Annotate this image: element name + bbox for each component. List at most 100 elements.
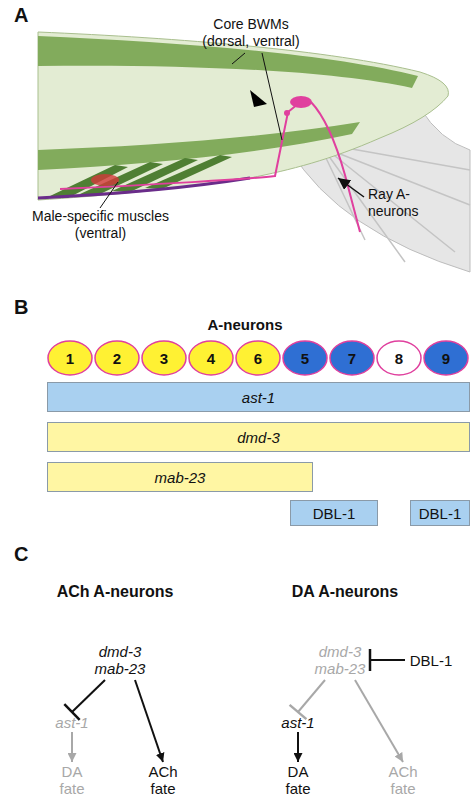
callout-label: Male-specific muscles (ventral) (18, 208, 183, 242)
expression-bar: DBL-1 (410, 500, 470, 526)
neuron-circle: 3 (141, 340, 187, 376)
node-text-holder: DBL-1 (411, 501, 469, 525)
activation-arrow (71, 732, 73, 762)
neuron-circle: 4 (188, 340, 234, 376)
neuron-circle: 8 (376, 340, 422, 376)
fate-node: ACh fate (380, 762, 426, 798)
node-text: 9 (442, 350, 450, 367)
node-text-holder: ast-1 (276, 712, 320, 732)
node-text: dmd-3 (237, 429, 280, 446)
inhibition-bar (369, 649, 372, 671)
gene-node: ast-1 (50, 712, 94, 732)
panel-letter: A (14, 4, 44, 27)
node-text-holder: 8 (376, 340, 422, 376)
node-text: 6 (254, 350, 262, 367)
circle-shape (95, 341, 139, 375)
node-text-holder: 7 (329, 340, 375, 376)
node-text-holder: 5 (282, 340, 328, 376)
fate-node: DA fate (51, 762, 93, 798)
node-text: DBL-1 (313, 505, 356, 522)
node-text-holder: 3 (141, 340, 187, 376)
node-text-holder: ACh fate (380, 762, 426, 798)
node-text-holder: DBL-1 (405, 649, 457, 671)
circle-shape (377, 341, 421, 375)
circle-shape (283, 341, 327, 375)
node-text: 2 (113, 350, 121, 367)
neuron-circle: 9 (423, 340, 469, 376)
circle-shape (424, 341, 468, 375)
leader-line (100, 182, 118, 208)
activation-arrow (297, 732, 299, 762)
fate-node: ACh fate (140, 762, 186, 798)
node-text-holder: mab-23 (48, 463, 312, 491)
protein-node: DBL-1 (405, 649, 457, 671)
callout-label: Ray A-neurons (368, 186, 450, 220)
fan-rays (326, 146, 470, 262)
neuron-circle: 7 (329, 340, 375, 376)
neuron-circle: 6 (235, 340, 281, 376)
node-text-holder: 6 (235, 340, 281, 376)
neuron-circle: 5 (282, 340, 328, 376)
neuron-circle: 1 (47, 340, 93, 376)
node-text-holder: ast-1 (48, 383, 469, 411)
panel-heading: A-neurons (170, 316, 320, 334)
node-text: 8 (395, 350, 403, 367)
node-text: DBL-1 (410, 652, 453, 669)
node-text: ACh fate (140, 763, 186, 797)
panel-heading: ACh A-neurons (35, 582, 195, 601)
node-text-holder: ACh fate (140, 762, 186, 798)
red-spot (91, 174, 119, 186)
activation-arrow (355, 680, 403, 762)
gene-node: dmd-3 mab-23 (310, 640, 370, 680)
panel-letter: C (14, 543, 44, 566)
leader-arrow (338, 178, 364, 197)
circle-shape (142, 341, 186, 375)
node-text-holder: dmd-3 mab-23 (310, 640, 370, 680)
node-text: 5 (301, 350, 309, 367)
node-text: ast-1 (281, 714, 314, 731)
circle-shape (48, 341, 92, 375)
circle-shape (330, 341, 374, 375)
node-text: ast-1 (242, 389, 275, 406)
synapse-dot (284, 110, 290, 116)
expression-bar: DBL-1 (290, 500, 378, 526)
arrowhead-pointer (250, 90, 267, 107)
node-text-holder: 9 (423, 340, 469, 376)
node-text: dmd-3 mab-23 (90, 643, 150, 677)
panel-letter: B (14, 296, 44, 319)
fate-node: DA fate (277, 762, 319, 798)
circle-shape (236, 341, 280, 375)
node-text: ast-1 (55, 714, 88, 731)
node-text-holder: DBL-1 (291, 501, 377, 525)
node-text-holder: 2 (94, 340, 140, 376)
neuron-circle: 2 (94, 340, 140, 376)
node-text-holder: dmd-3 mab-23 (90, 640, 150, 680)
node-text: 1 (66, 350, 74, 367)
node-text: DBL-1 (419, 505, 462, 522)
body-outline (38, 32, 448, 200)
neuron-dendrite (311, 102, 360, 232)
inhibition-line (370, 659, 405, 661)
ventral-muscle (38, 122, 360, 170)
node-text-holder: 4 (188, 340, 234, 376)
inhibition-line (72, 680, 105, 712)
node-text-holder: DA fate (277, 762, 319, 798)
node-text-holder: DA fate (51, 762, 93, 798)
gene-node: dmd-3 mab-23 (90, 640, 150, 680)
neuron-axon (60, 104, 298, 189)
inhibition-line (298, 680, 325, 712)
expression-bar: dmd-3 (47, 422, 470, 452)
circle-shape (189, 341, 233, 375)
leader-line (232, 53, 282, 140)
node-text: DA fate (51, 763, 93, 797)
node-text: 7 (348, 350, 356, 367)
node-text: ACh fate (380, 763, 426, 797)
node-text: dmd-3 mab-23 (310, 643, 370, 677)
panel-heading: DA A-neurons (265, 582, 425, 601)
expression-bar: mab-23 (47, 462, 313, 492)
gene-node: ast-1 (276, 712, 320, 732)
callout-label: Core BWMs (dorsal, ventral) (192, 16, 310, 50)
activation-arrow (135, 680, 163, 762)
node-text: 4 (207, 350, 215, 367)
